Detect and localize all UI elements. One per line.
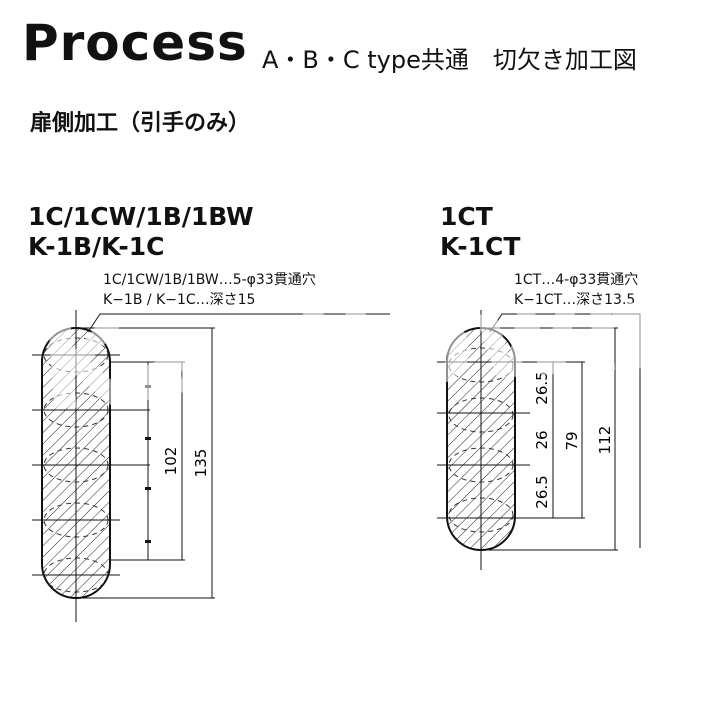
left-dim-ticks <box>145 385 151 543</box>
left-dim-inner-label: 102 <box>162 447 180 476</box>
left-dim-outer-label: 135 <box>192 449 210 478</box>
right-model-line1: 1CT <box>440 202 493 231</box>
right-dim-seg2-label: 26 <box>533 430 551 449</box>
right-dim-seg3-label: 26.5 <box>533 475 551 508</box>
right-note-line2: K−1CT…深さ13.5 <box>514 292 636 308</box>
page-subtitle: A・B・C type共通 切欠き加工図 <box>262 46 637 74</box>
left-model-line1: 1C/1CW/1B/1BW <box>28 202 254 231</box>
left-model-line2: K-1B/K-1C <box>28 232 165 261</box>
right-note-line1: 1CT…4-φ33貫通穴 <box>514 272 639 288</box>
watermark-text: Kagitown <box>36 256 671 437</box>
right-handle-cutout: 26.5 26 26.5 79 112 <box>437 310 641 570</box>
left-note: 1C/1CW/1B/1BW…5-φ33貫通穴 K−1B / K−1C…深さ15 <box>103 270 316 310</box>
page-title: Process <box>22 14 248 72</box>
left-note-line2: K−1B / K−1C…深さ15 <box>103 292 256 308</box>
right-model-label: 1CT K-1CT <box>440 202 520 262</box>
left-hole-centerlines <box>32 354 150 576</box>
left-note-line1: 1C/1CW/1B/1BW…5-φ33貫通穴 <box>103 272 316 288</box>
section-title: 扉側加工（引手のみ） <box>30 111 251 136</box>
right-extension-lines <box>481 327 618 551</box>
right-dim-seg1-label: 26.5 <box>533 371 551 404</box>
right-model-line2: K-1CT <box>440 232 521 261</box>
left-leader-line <box>87 313 390 333</box>
right-dim-outer-label: 112 <box>596 426 614 455</box>
left-model-label: 1C/1CW/1B/1BW K-1B/K-1C <box>28 202 254 262</box>
left-handle-cutout: 102 135 <box>32 310 390 622</box>
right-dim-inner-label: 79 <box>563 431 581 450</box>
right-note: 1CT…4-φ33貫通穴 K−1CT…深さ13.5 <box>514 270 638 310</box>
right-leader-line <box>489 313 641 548</box>
